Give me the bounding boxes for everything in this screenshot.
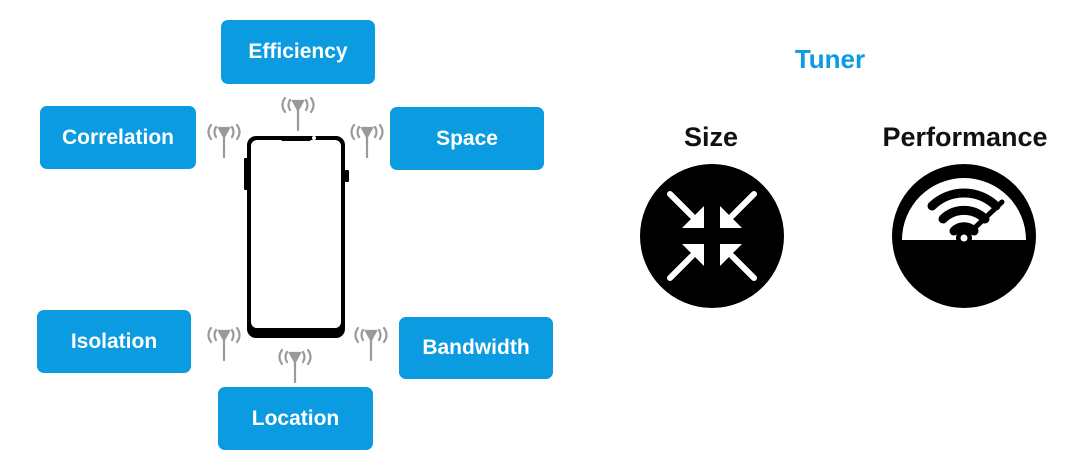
bandwidth-box: Bandwidth xyxy=(399,317,553,379)
speedometer-wifi-icon xyxy=(892,164,1036,308)
location-label: Location xyxy=(251,406,340,430)
tuner-title: Tuner xyxy=(794,44,866,74)
space-box: Space xyxy=(390,107,544,170)
isolation-box: Isolation xyxy=(37,310,191,373)
space-label: Space xyxy=(436,126,498,150)
antenna-signal-icon xyxy=(204,121,244,161)
location-box: Location xyxy=(218,387,373,450)
smartphone-icon xyxy=(243,134,351,340)
bandwidth-label: Bandwidth xyxy=(422,336,530,359)
efficiency-box: Efficiency xyxy=(221,20,375,84)
antenna-signal-icon xyxy=(347,121,387,161)
correlation-label: Correlation xyxy=(61,125,174,149)
performance-label: Performance xyxy=(882,122,1048,152)
antenna-signal-icon xyxy=(204,324,244,364)
antenna-signal-icon xyxy=(351,324,391,364)
correlation-box: Correlation xyxy=(40,106,196,169)
size-label: Size xyxy=(683,122,739,152)
compress-arrows-icon xyxy=(640,164,784,308)
efficiency-label: Efficiency xyxy=(248,40,348,63)
isolation-label: Isolation xyxy=(70,329,158,353)
antenna-signal-icon xyxy=(278,94,318,134)
antenna-signal-icon xyxy=(275,346,315,386)
